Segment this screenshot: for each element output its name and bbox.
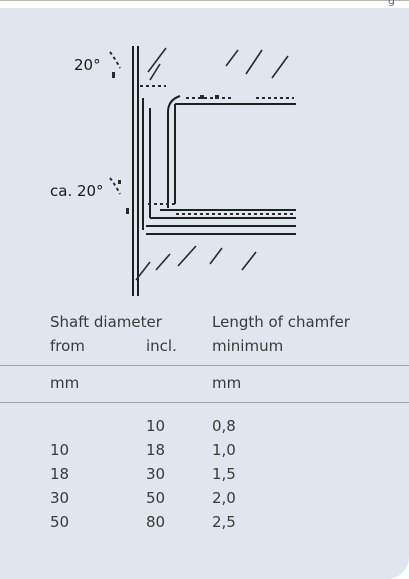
chamfer-diagram: 20° ca. 20° <box>0 8 409 308</box>
dot-a <box>118 180 121 184</box>
hatch-1 <box>147 47 167 73</box>
hatch-2 <box>149 63 161 81</box>
hatch-9 <box>135 261 151 281</box>
cell-min: 0,8 <box>212 417 236 435</box>
angle-arc-top <box>109 51 121 69</box>
header-from: from <box>50 337 85 355</box>
cell-incl: 18 <box>146 441 166 459</box>
dot-c <box>112 72 115 78</box>
cell-incl: 10 <box>146 417 166 435</box>
cell-from: 30 <box>50 489 70 507</box>
chamfer-diagram-svg <box>109 46 296 296</box>
unit-divider <box>0 402 409 403</box>
cell-incl: 50 <box>146 489 166 507</box>
hatch-4 <box>245 49 263 75</box>
cell-min: 1,5 <box>212 465 236 483</box>
dot-b <box>126 208 129 214</box>
cell-incl: 80 <box>146 513 166 531</box>
header-shaft-diameter: Shaft diameter <box>50 313 162 331</box>
chamfer-panel: 20° ca. 20° Shaft diameter Length of cha… <box>0 8 409 579</box>
hatch-8 <box>241 251 257 271</box>
angle-label-top: 20° <box>74 56 101 74</box>
upper-fillet <box>167 95 181 113</box>
angle-label-bottom: ca. 20° <box>50 182 104 200</box>
hatch-10 <box>155 253 171 271</box>
top-rule <box>0 0 409 1</box>
angle-arc-bottom <box>109 177 121 195</box>
hatch-3 <box>225 49 239 67</box>
cell-min: 2,0 <box>212 489 236 507</box>
header-length-chamfer: Length of chamfer <box>212 313 350 331</box>
top-text-fragment: g <box>388 0 395 7</box>
dot-d <box>200 95 204 99</box>
cell-min: 2,5 <box>212 513 236 531</box>
hatch-6 <box>177 245 197 267</box>
cell-from: 10 <box>50 441 70 459</box>
cell-incl: 30 <box>146 465 166 483</box>
header-incl: incl. <box>146 337 177 355</box>
header-divider <box>0 365 409 366</box>
unit-shaft: mm <box>50 374 80 392</box>
header-minimum: minimum <box>212 337 284 355</box>
cell-min: 1,0 <box>212 441 236 459</box>
dot-e <box>215 95 219 99</box>
cell-from: 50 <box>50 513 70 531</box>
cell-from: 18 <box>50 465 70 483</box>
hatch-5 <box>271 55 289 79</box>
unit-chamfer: mm <box>212 374 242 392</box>
hatch-7 <box>209 247 223 265</box>
